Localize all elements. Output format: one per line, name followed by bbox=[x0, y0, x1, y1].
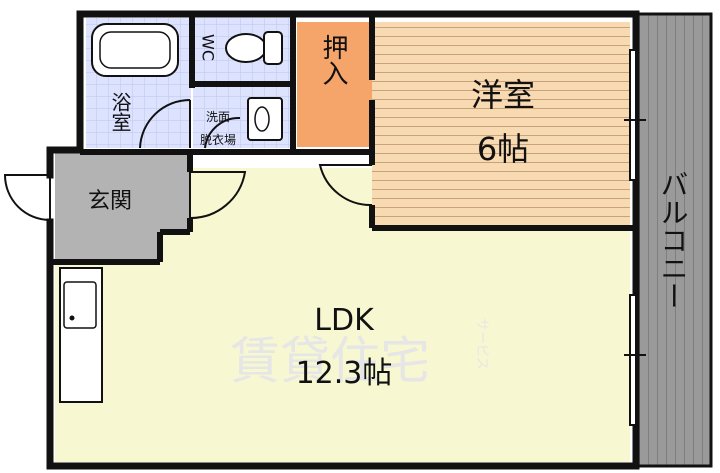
entrance-door bbox=[3, 174, 51, 222]
balcony-label: バルコニー bbox=[657, 170, 690, 310]
hall-door bbox=[189, 171, 247, 220]
washroom-label-line2: 脱衣場 bbox=[200, 132, 236, 147]
toilet-icon bbox=[225, 31, 283, 65]
western-room-door bbox=[318, 164, 373, 207]
washbasin-icon bbox=[247, 97, 283, 141]
bath-label: 浴室 bbox=[108, 92, 132, 132]
bathtub-icon bbox=[91, 23, 179, 77]
watermark-subtext: サービス bbox=[474, 318, 489, 370]
window-marks bbox=[624, 49, 646, 426]
washroom-door bbox=[204, 116, 241, 149]
entrance-floor bbox=[55, 150, 190, 262]
wc-label: WC bbox=[199, 34, 218, 61]
entrance-label: 玄関 bbox=[88, 189, 132, 214]
balcony-area bbox=[634, 12, 713, 468]
ldk-label: LDK bbox=[314, 303, 375, 338]
inner-walls bbox=[50, 14, 636, 265]
western-room-size-label: 6帖 bbox=[477, 130, 529, 168]
kitchen-counter bbox=[59, 267, 103, 403]
watermark-text: 賃貸住宅 bbox=[230, 332, 430, 390]
washroom-label-line1: 洗面 bbox=[206, 110, 230, 124]
bath-door bbox=[139, 98, 191, 149]
ldk-size-label: 12.3帖 bbox=[296, 356, 393, 391]
western-room-floor bbox=[372, 22, 630, 225]
closet-floor bbox=[297, 22, 372, 147]
western-room-label: 洋室 bbox=[471, 76, 535, 114]
closet-label: 押入 bbox=[318, 34, 348, 86]
